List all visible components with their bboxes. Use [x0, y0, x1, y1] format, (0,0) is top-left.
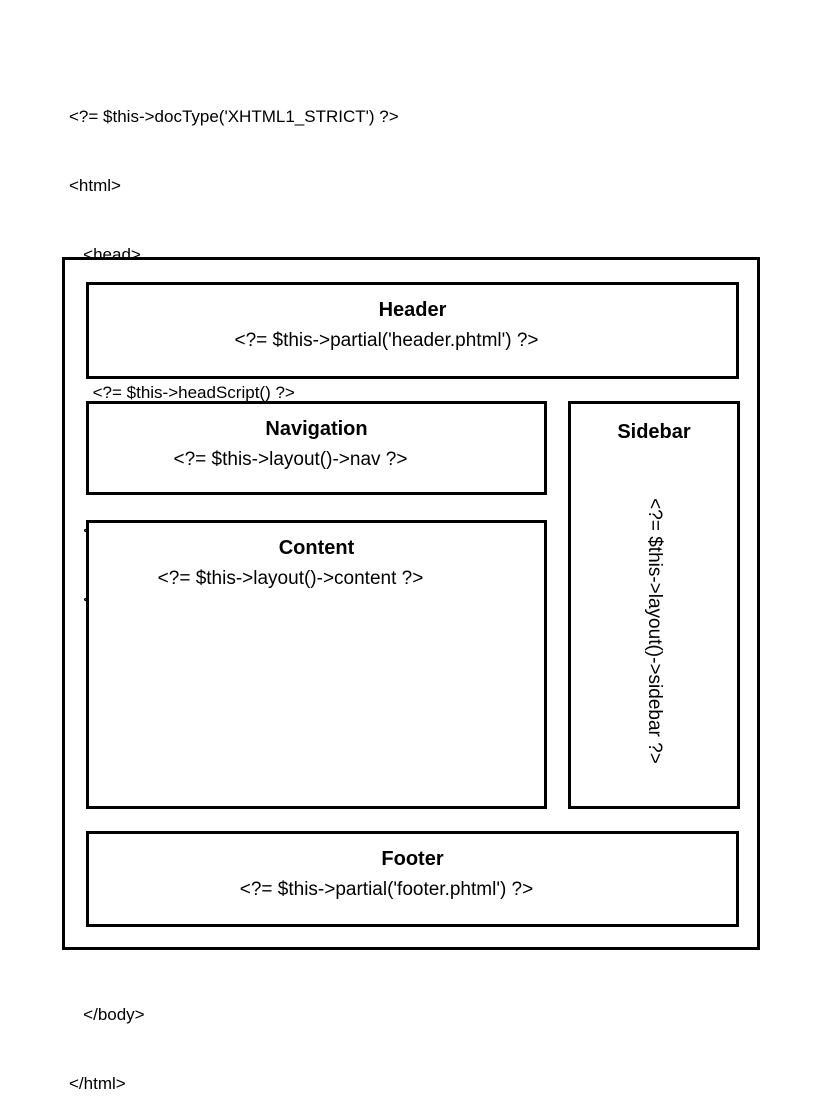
region-sidebar-title: Sidebar	[617, 421, 691, 443]
region-content: Content <?= $this->layout()->content ?>	[86, 520, 547, 809]
code-line-body-close: </body>	[69, 1005, 145, 1024]
region-header-title: Header	[378, 299, 447, 321]
code-line-headscript: <?= $this->headScript() ?>	[69, 383, 295, 402]
region-footer-code: <?= $this->partial('footer.phtml') ?>	[239, 879, 534, 900]
region-header: Header <?= $this->partial('header.phtml'…	[86, 282, 739, 379]
region-sidebar: Sidebar <?= $this->layout()->sidebar ?>	[568, 401, 740, 809]
code-line-doctype: <?= $this->docType('XHTML1_STRICT') ?>	[69, 107, 399, 126]
region-footer: Footer <?= $this->partial('footer.phtml'…	[86, 831, 739, 927]
code-line-html-close: </html>	[69, 1074, 126, 1093]
region-content-title: Content	[278, 537, 355, 559]
region-sidebar-code-wrap: <?= $this->layout()->sidebar ?>	[571, 456, 737, 806]
region-footer-title: Footer	[381, 848, 444, 870]
code-line-html-open: <html>	[69, 176, 121, 195]
region-navigation: Navigation <?= $this->layout()->nav ?>	[86, 401, 547, 495]
region-content-code: <?= $this->layout()->content ?>	[157, 568, 424, 589]
region-navigation-code: <?= $this->layout()->nav ?>	[173, 449, 408, 470]
region-navigation-title: Navigation	[265, 418, 368, 440]
layout-container: Header <?= $this->partial('header.phtml'…	[62, 257, 760, 950]
code-listing-bottom: </body> </html>	[69, 957, 145, 1118]
region-header-code: <?= $this->partial('header.phtml') ?>	[234, 330, 539, 351]
region-sidebar-code: <?= $this->layout()->sidebar ?>	[644, 498, 665, 764]
